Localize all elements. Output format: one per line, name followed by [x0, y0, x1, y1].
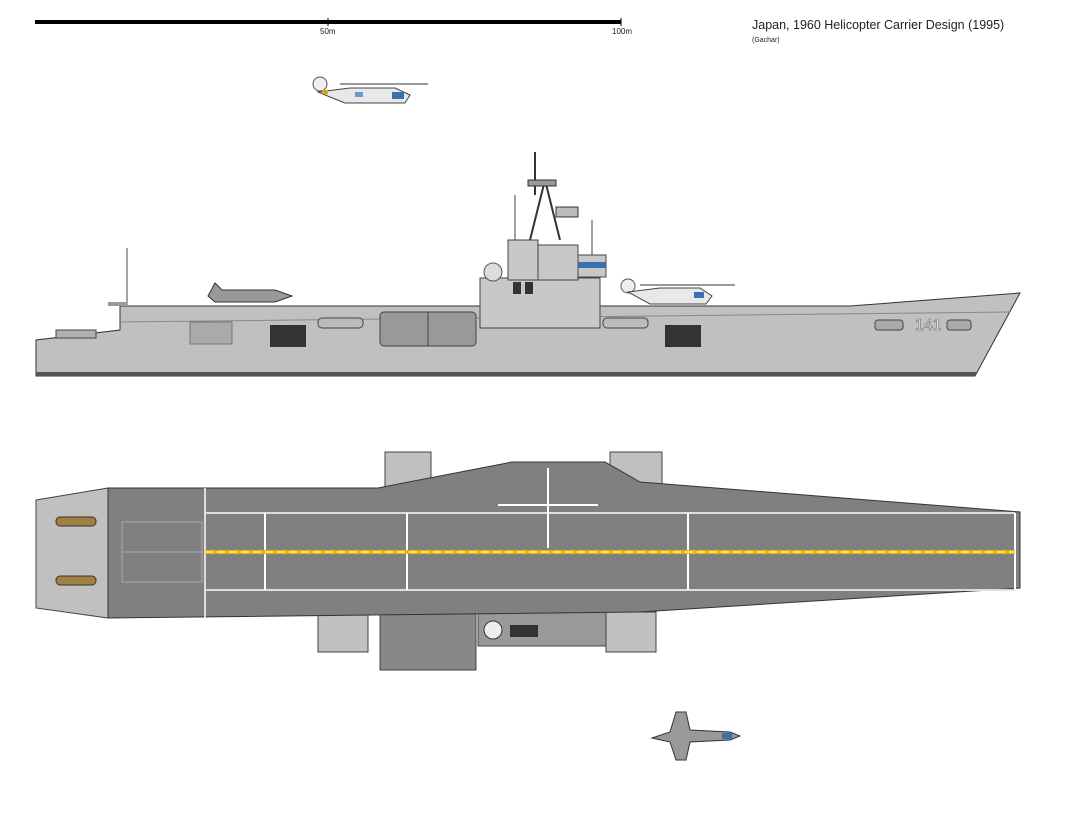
jet-plan-view	[650, 711, 742, 761]
jet-on-deck	[207, 282, 294, 303]
scale-label-50m: 50m	[320, 27, 336, 36]
author-credit: (Gachar)	[752, 37, 780, 44]
hull-number: 141	[915, 317, 942, 334]
ship-profile-view: 141	[35, 152, 1021, 377]
scale-bar	[35, 18, 622, 26]
helicopter-on-deck	[620, 278, 735, 305]
ship-plan-view	[35, 451, 1021, 671]
helicopter-profile-top	[312, 76, 428, 104]
drawing-title: Japan, 1960 Helicopter Carrier Design (1…	[752, 18, 1005, 32]
scale-label-100m: 100m	[612, 27, 633, 36]
